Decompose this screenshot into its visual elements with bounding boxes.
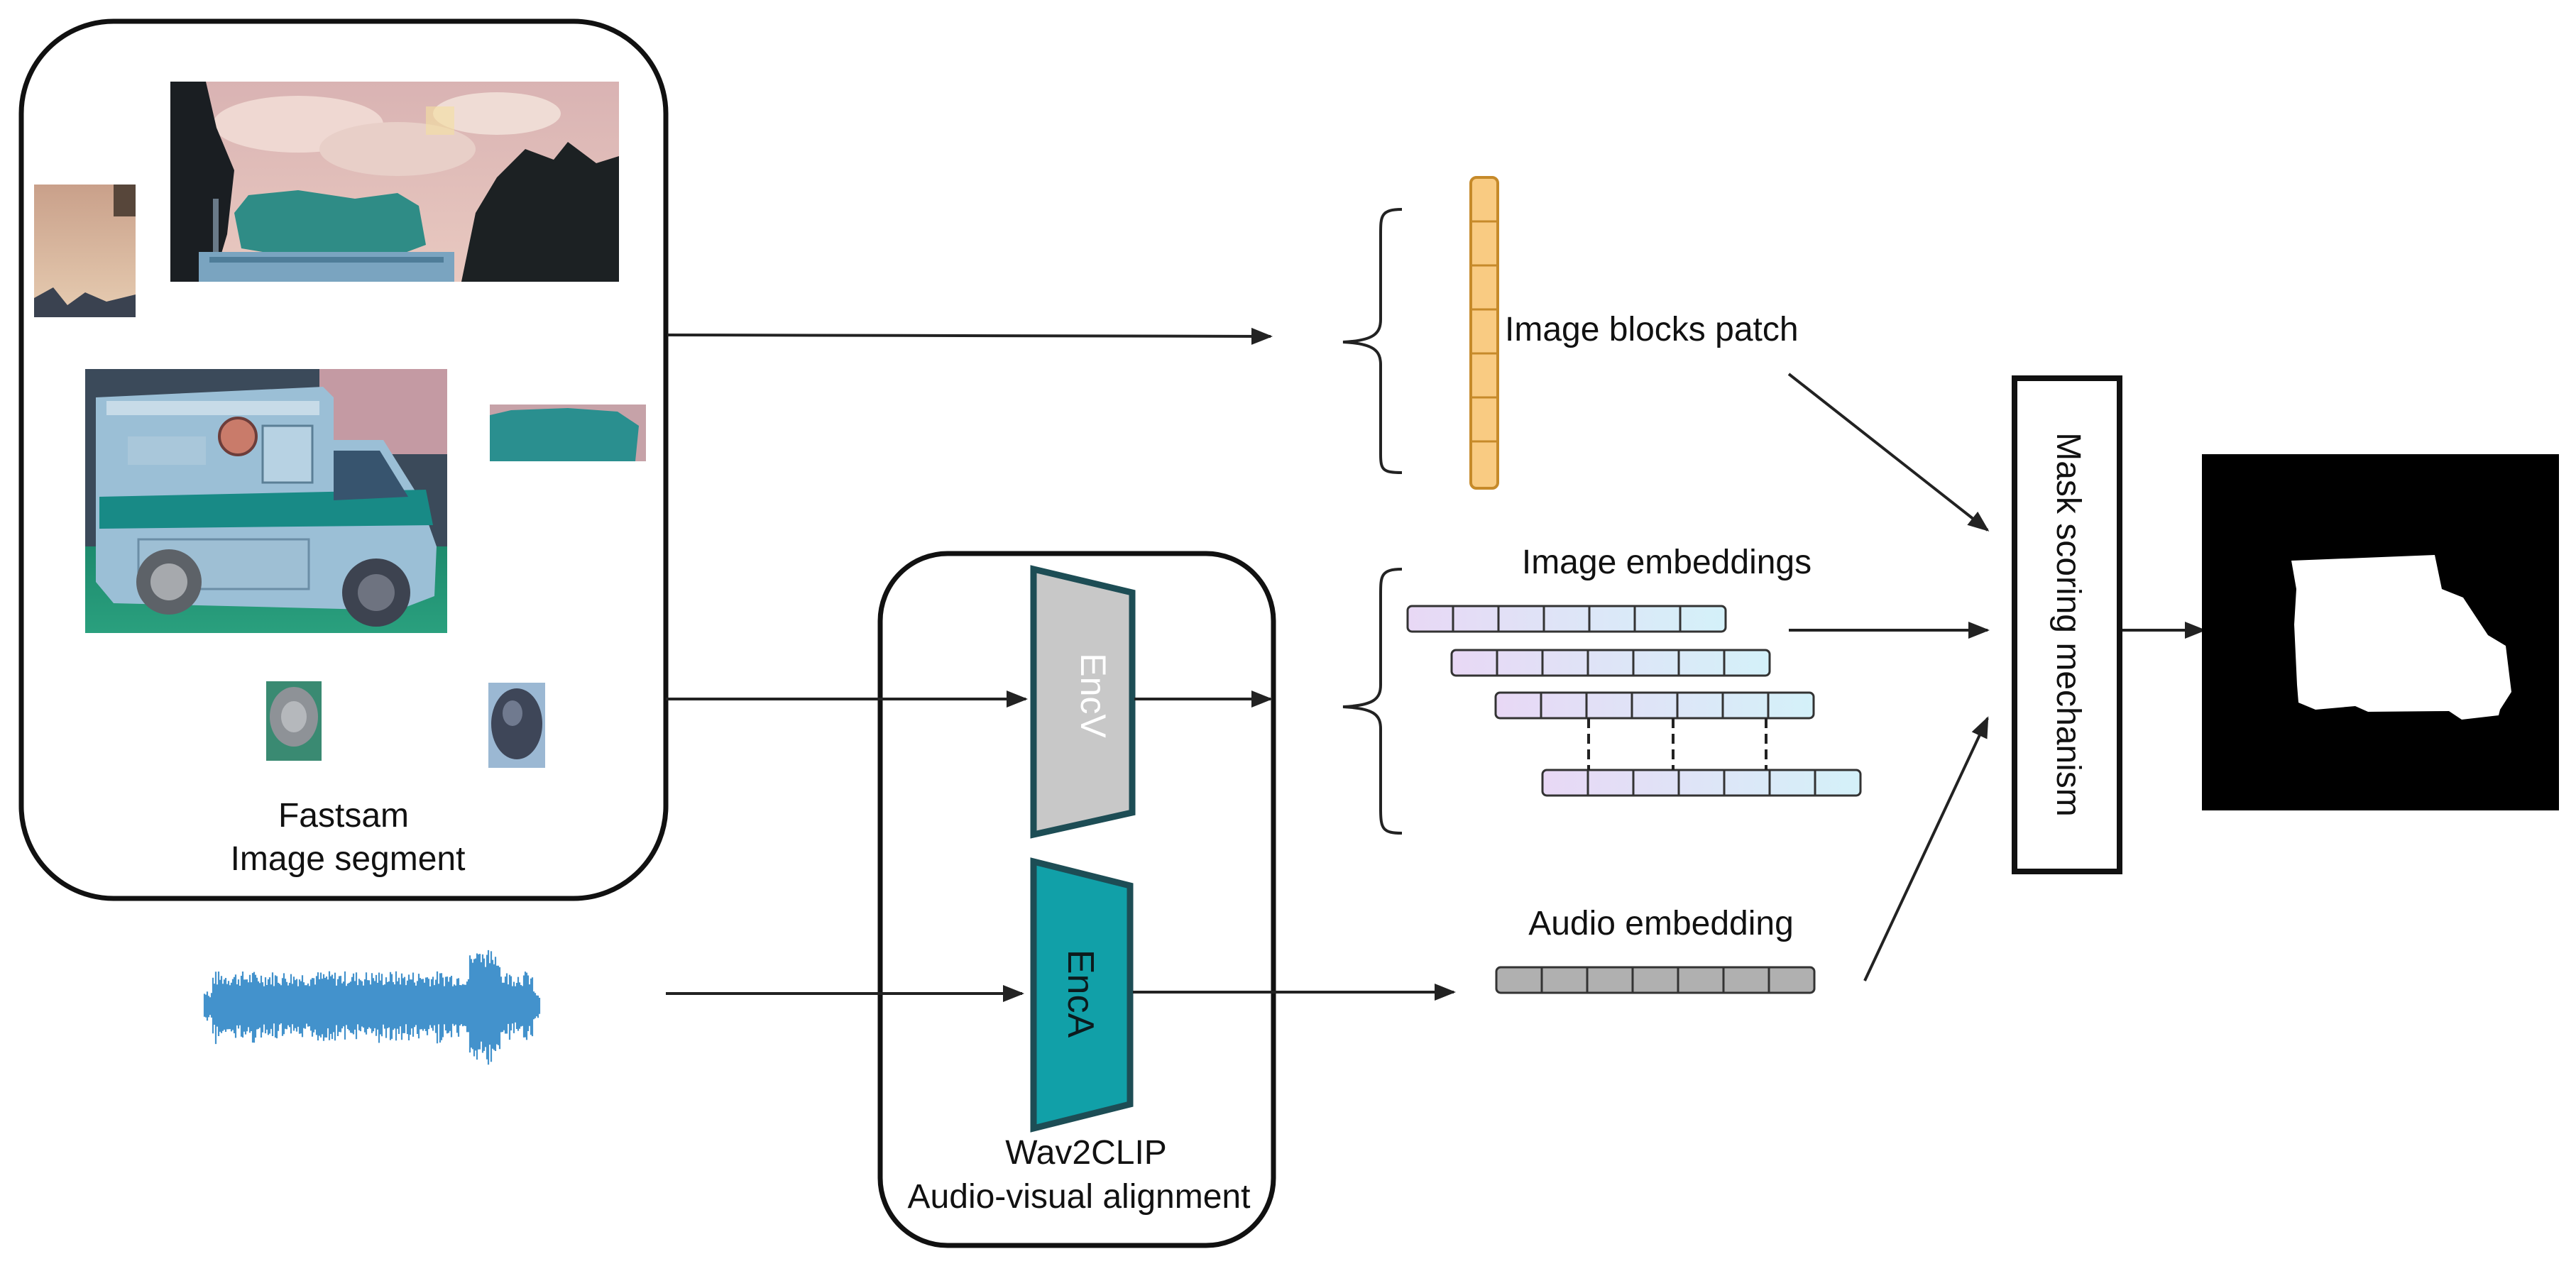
audio-embedding-row: [1495, 966, 1816, 994]
encv-label: EncV: [1073, 653, 1113, 738]
arrow-audio-to-scoring: [1863, 716, 1989, 981]
embedding-rows: [1406, 605, 1862, 797]
segment-thumb-sky: [34, 185, 136, 317]
segment-panel-title: Fastsam: [278, 797, 409, 835]
wav2clip-subtitle: Audio-visual alignment: [908, 1178, 1251, 1216]
segment-top-scene: [170, 82, 619, 282]
segment-wheel-front: [266, 681, 322, 761]
audio-waveform: [203, 950, 541, 1065]
wav2clip-panel-frame: [877, 551, 1276, 1248]
embedding-row: [1450, 649, 1771, 677]
mask-silhouette: [2291, 555, 2511, 720]
segment-wheel-rear: [488, 683, 545, 768]
segment-strip: [490, 405, 646, 461]
mask-scoring-label: Mask scoring mechanism: [2049, 432, 2087, 817]
audio-embedding-label: Audio embedding: [1528, 905, 1794, 942]
patch-label: Image blocks patch: [1505, 311, 1799, 348]
segment-panel-frame: [18, 18, 669, 901]
arrow-segment-to-patch: [667, 327, 1273, 345]
output-mask: [2202, 454, 2559, 810]
audio-embedding: Audio embedding: [1495, 905, 1816, 994]
segment-panel-subtitle: Image segment: [231, 840, 466, 878]
enca-label: EncA: [1060, 950, 1101, 1038]
arrows-scoring: [1787, 373, 2206, 981]
mask-scoring-box: Mask scoring mechanism: [2012, 375, 2122, 874]
waveform-trace: [203, 950, 541, 1065]
embedding-dashes: [1587, 718, 1767, 770]
embedding-row: [1406, 605, 1727, 633]
wav2clip-title: Wav2CLIP: [1005, 1134, 1167, 1172]
wav2clip-panel: EncV EncA Wav2CLIP Audio-visual alignmen…: [877, 551, 1276, 1248]
embeddings-brace: [1342, 568, 1403, 835]
embedding-row: [1541, 769, 1862, 797]
patch-brace: [1342, 208, 1403, 474]
image-blocks-patch: Image blocks patch: [1342, 176, 1799, 490]
segment-panel: Fastsam Image segment: [18, 18, 669, 901]
arrow-patch-to-scoring: [1787, 373, 1990, 532]
audio-embedding-vector: [1495, 966, 1816, 994]
image-embeddings: Image embeddings: [1342, 544, 1862, 835]
patch-outline: [1469, 176, 1499, 490]
patch-vector: [1469, 176, 1499, 490]
embeddings-label: Image embeddings: [1522, 544, 1812, 581]
embedding-row: [1494, 691, 1815, 720]
encv-block: EncV: [1030, 565, 1136, 839]
arrows-input: [666, 327, 1456, 1002]
segment-ambulance: [85, 369, 447, 633]
enca-block: EncA: [1030, 857, 1134, 1133]
